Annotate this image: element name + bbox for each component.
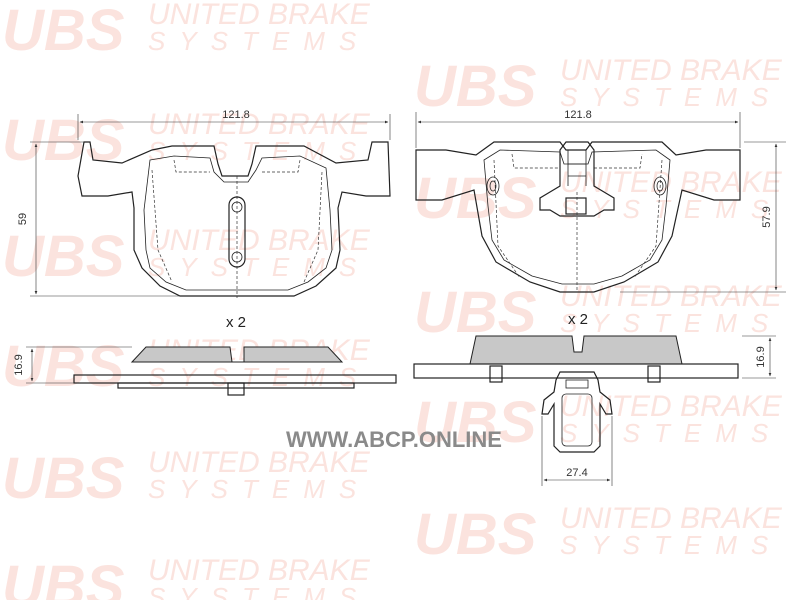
watermark-line2: SYSTEMS (148, 136, 370, 166)
left-slot-hole (231, 201, 243, 213)
watermark-line1: UNITED BRAKE (148, 108, 371, 141)
watermark-line2: SYSTEMS (560, 308, 782, 338)
watermark-logo: UBS (414, 502, 537, 567)
left-friction-outline (143, 155, 333, 291)
left-wear-slot (228, 196, 246, 268)
right-backplate-outline (415, 141, 741, 293)
watermark: UBS UNITED BRAKE SYSTEMS (2, 554, 371, 600)
right-clip-body (561, 393, 593, 447)
watermark-logo: UBS (2, 446, 125, 511)
right-backplate-side (413, 363, 739, 379)
right-clip-rivet (565, 379, 589, 389)
right-clip-window (565, 197, 587, 215)
watermark-line2: SYSTEMS (148, 362, 370, 392)
left-dashed-edge (303, 171, 323, 283)
watermark-line2: SYSTEMS (560, 418, 782, 448)
watermark: UBS UNITED BRAKE SYSTEMS (2, 334, 371, 399)
left-pad-front-view: 121.8 59 x 2 (17, 109, 391, 331)
watermark: UBS UNITED BRAKE SYSTEMS (2, 446, 371, 511)
right-dashed-edge (493, 159, 521, 279)
left-center-tab (227, 382, 245, 396)
left-width-label: 121.8 (222, 109, 250, 121)
watermark: UBS UNITED BRAKE SYSTEMS (414, 54, 783, 119)
watermark-line1: UNITED BRAKE (560, 390, 783, 423)
right-friction-material (469, 335, 683, 365)
watermark-line1: UNITED BRAKE (560, 280, 783, 313)
watermark-logo: UBS (2, 108, 125, 173)
left-backplate-outline (77, 141, 391, 297)
watermark-logo: UBS (2, 554, 125, 600)
watermark-logo: UBS (414, 390, 537, 455)
right-clip-spring (567, 150, 587, 186)
watermark: UBS UNITED BRAKE SYSTEMS (414, 502, 783, 567)
website-label: WWW.ABCP.ONLINE (286, 427, 502, 452)
watermark: UBS UNITED BRAKE SYSTEMS (414, 166, 783, 231)
right-pin-hole-inner (656, 180, 664, 192)
left-quantity-label: x 2 (226, 314, 246, 331)
left-dashed-edge (173, 159, 210, 173)
left-dashed-edge (151, 169, 173, 283)
left-dashed-edge (262, 159, 301, 173)
right-friction-outline (483, 149, 671, 285)
watermark-line2: SYSTEMS (560, 82, 782, 112)
right-width-label: 121.8 (564, 109, 592, 121)
watermark-line1: UNITED BRAKE (560, 166, 783, 199)
left-friction-material (130, 346, 344, 363)
right-tab (489, 365, 503, 383)
left-height-label: 59 (17, 213, 29, 225)
watermark-line2: SYSTEMS (148, 474, 370, 504)
watermark-logo: UBS (2, 334, 125, 399)
right-pad-front-view: 121.8 57.9 x 2 (415, 109, 786, 328)
left-thickness-label: 16.9 (13, 354, 25, 375)
right-dashed-edge (633, 159, 663, 279)
right-pin-hole-inner (489, 180, 497, 192)
watermark: UBS UNITED BRAKE SYSTEMS (2, 224, 371, 289)
watermark-line2: SYSTEMS (560, 194, 782, 224)
left-slot-hole (231, 251, 243, 263)
right-tab (647, 365, 661, 383)
watermark-line2: SYSTEMS (148, 26, 370, 56)
watermark-logo: UBS (2, 0, 125, 63)
watermark-logo: UBS (414, 54, 537, 119)
watermark: UBS UNITED BRAKE SYSTEMS (414, 280, 783, 345)
watermark-line1: UNITED BRAKE (148, 446, 371, 479)
left-pad-side-view: 16.9 (13, 346, 397, 396)
watermark-line1: UNITED BRAKE (560, 502, 783, 535)
right-pin-hole (653, 176, 667, 196)
right-clip-side (541, 371, 613, 453)
watermark: UBS UNITED BRAKE SYSTEMS (2, 0, 371, 63)
right-clip-width-label: 27.4 (566, 467, 587, 479)
right-height-label: 57.9 (761, 206, 773, 227)
right-dashed-edge (594, 153, 643, 169)
watermark-line2: SYSTEMS (560, 530, 782, 560)
right-clip-front (539, 141, 615, 217)
watermark-line2: SYSTEMS (148, 252, 370, 282)
right-quantity-label: x 2 (568, 311, 588, 328)
watermark-line1: UNITED BRAKE (148, 554, 371, 587)
watermark-line1: UNITED BRAKE (148, 224, 371, 257)
watermark-logo: UBS (2, 224, 125, 289)
watermarks: UBS UNITED BRAKE SYSTEMS UBS UNITED BRAK… (2, 0, 783, 600)
watermark-logo: UBS (414, 280, 537, 345)
right-pin-hole (486, 176, 500, 196)
right-thickness-label: 16.9 (755, 346, 767, 367)
right-pad-side-view: 16.9 27.4 (413, 335, 776, 486)
watermark-line2: SYSTEMS (148, 582, 370, 600)
watermark: UBS UNITED BRAKE SYSTEMS (414, 390, 783, 455)
watermark-line1: UNITED BRAKE (148, 0, 371, 31)
watermark-line1: UNITED BRAKE (560, 54, 783, 87)
